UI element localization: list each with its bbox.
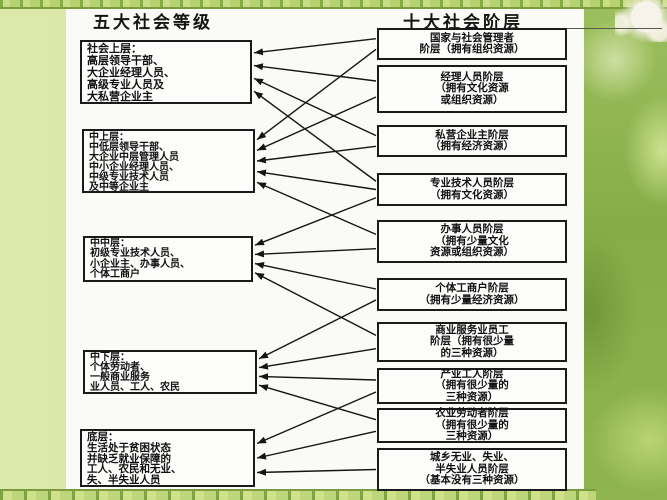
leaf-decoration — [580, 0, 667, 500]
top-border-pattern — [0, 0, 667, 9]
lotus-flower-decoration — [615, 0, 667, 42]
left-column-title: 五大社会等级 — [93, 13, 213, 33]
stratum-label: 办事人员阶层 （拥有少量文化 资源或组织资源） — [430, 223, 514, 259]
level-title: 社会上层： — [87, 42, 142, 55]
stratum-box-private-owners: 私营企业主阶层 （拥有经济资源） — [377, 125, 567, 157]
level-title: 中下层： — [90, 352, 130, 363]
level-box-bottom: 底层： 生活处于贫困状态 并缺乏就业保障的 工人、农民和无业、 失、半失业人员 — [80, 429, 255, 487]
stratum-box-industrial-workers: 产业工人阶层 （拥有很少量的 三种资源） — [377, 368, 567, 404]
level-box-upper-middle: 中上层： 中低层领导干部、 大企业中层管理人员 中小企业经理人员、 中级专业技术… — [82, 129, 255, 193]
stratum-box-clerical: 办事人员阶层 （拥有少量文化 资源或组织资源） — [377, 220, 567, 263]
stratum-label: 专业技术人员阶层 （拥有文化资源） — [430, 177, 514, 201]
level-members: 高层领导干部、 大企业经理人员、 高级专业人员及 大私营企业主 — [87, 54, 175, 103]
stratum-label: 私营企业主阶层 （拥有经济资源） — [430, 128, 514, 152]
level-members: 生活处于贫困状态 并缺乏就业保障的 工人、农民和无业、 失、半失业人员 — [87, 441, 182, 487]
level-members: 中低层领导干部、 大企业中层管理人员 中小企业经理人员、 中级专业技术人员 及中… — [89, 141, 179, 193]
stratum-box-unemployed: 城乡无业、失业、 半失业人员阶层 （基本没有三种资源） — [377, 448, 567, 491]
stratum-box-professionals: 专业技术人员阶层 （拥有文化资源） — [377, 173, 567, 206]
stratum-box-service-workers: 商业服务业员工 阶层（拥有很少量 的三种资源） — [377, 322, 567, 362]
level-box-middle-middle: 中中层： 初级专业技术人员、 小企业主、办事人员、 个体工商户 — [83, 236, 253, 282]
level-members: 个体劳动者、 一般商业服务 业人员、工人、农民 — [90, 362, 180, 393]
stratum-box-agricultural-workers: 农业劳动者阶层 （拥有很少量的 三种资源） — [377, 408, 567, 443]
stratum-label: 城乡无业、失业、 半失业人员阶层 （基本没有三种资源） — [419, 451, 525, 487]
level-title: 中上层： — [89, 132, 129, 143]
stratum-label: 商业服务业员工 阶层（拥有很少量 的三种资源） — [430, 323, 514, 359]
stratum-label: 产业工人阶层 （拥有很少量的 三种资源） — [435, 367, 509, 403]
level-members: 初级专业技术人员、 小企业主、办事人员、 个体工商户 — [90, 248, 190, 281]
level-title: 底层： — [87, 431, 119, 443]
stratum-box-state-managers: 国家与社会管理者 阶层（拥有组织资源） — [377, 28, 567, 60]
bottom-border-pattern — [0, 489, 596, 500]
stratum-label: 经理人员阶层 （拥有文化资源 或组织资源） — [435, 70, 509, 106]
stratum-label: 农业劳动者阶层 （拥有很少量的 三种资源） — [435, 407, 509, 443]
level-box-lower-middle: 中下层： 个体劳动者、 一般商业服务 业人员、工人、农民 — [83, 350, 257, 394]
header-rule-line — [544, 28, 662, 29]
level-title: 中中层： — [90, 238, 130, 249]
level-box-upper: 社会上层： 高层领导干部、 大企业经理人员、 高级专业人员及 大私营企业主 — [80, 40, 252, 104]
stratum-box-managers: 经理人员阶层 （拥有文化资源 或组织资源） — [377, 65, 567, 113]
stratum-label: 个体工商户阶层 （拥有少量经济资源） — [419, 282, 525, 306]
stratum-box-self-employed: 个体工商户阶层 （拥有少量经济资源） — [377, 278, 567, 311]
stratum-label: 国家与社会管理者 阶层（拥有组织资源） — [419, 31, 525, 55]
